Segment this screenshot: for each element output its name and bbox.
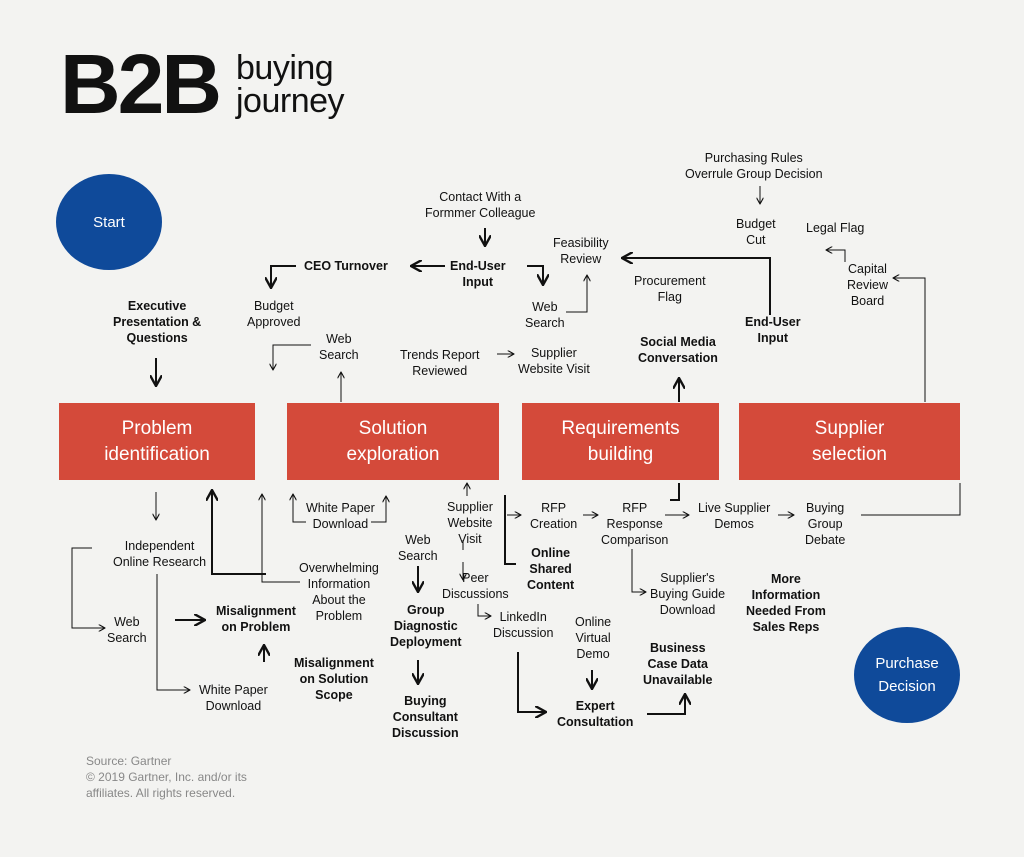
label-feasibility-review: Feasibility Review — [553, 236, 609, 266]
label-business-case: Business Case Data Unavailable — [643, 641, 713, 687]
label-executive-presentation: Executive Presentation & Questions — [113, 299, 202, 345]
page-subtitle: buying journey — [236, 49, 345, 120]
label-web-search-left: Web Search — [107, 615, 147, 645]
label-misalignment-problem: Misalignment on Problem — [216, 604, 296, 634]
label-buying-group-debate: Buying Group Debate — [805, 501, 846, 547]
label-budget-cut: Budget Cut — [736, 217, 776, 247]
label-overwhelming-info: Overwhelming Information About the Probl… — [299, 561, 379, 623]
label-procurement-flag: Procurement Flag — [634, 274, 706, 304]
label-end-user-input-2: End-User Input — [745, 315, 801, 345]
stage-requirements-building: Requirements building — [522, 403, 719, 480]
label-online-virtual-demo: Online Virtual Demo — [575, 615, 612, 661]
label-expert-consultation: Expert Consultation — [557, 699, 634, 729]
label-contact-colleague: Contact With a Formmer Colleague — [425, 190, 536, 220]
label-trends-report: Trends Report Reviewed — [400, 348, 480, 378]
source-note: Source: Gartner © 2019 Gartner, Inc. and… — [86, 754, 247, 800]
stage-solution-exploration: Solution exploration — [287, 403, 499, 480]
label-supplier-website-visit-top: Supplier Website Visit — [518, 346, 590, 376]
label-live-demos: Live Supplier Demos — [698, 501, 771, 531]
label-white-paper-bottom: White Paper Download — [199, 683, 268, 713]
label-group-diagnostic: Group Diagnostic Deployment — [390, 603, 462, 649]
label-misalignment-scope: Misalignment on Solution Scope — [294, 656, 374, 702]
label-legal-flag: Legal Flag — [806, 221, 865, 235]
label-rfp-response: RFP Response Comparison — [601, 501, 669, 547]
label-buying-consultant: Buying Consultant Discussion — [392, 694, 459, 740]
purchase-decision-circle: Purchase Decision — [854, 627, 960, 723]
label-supplier-website-visit: Supplier Website Visit — [447, 500, 493, 546]
label-web-search-2: Web Search — [319, 332, 359, 362]
page-title: B2B — [60, 37, 222, 131]
label-more-information: More Information Needed From Sales Reps — [746, 572, 826, 634]
start-circle: Start — [56, 174, 162, 270]
label-linkedin-discussion: LinkedIn Discussion — [493, 610, 554, 640]
stage-supplier-selection: Supplier selection — [739, 403, 960, 480]
label-budget-approved: Budget Approved — [247, 299, 301, 329]
label-peer-discussions: Peer Discussions — [442, 571, 509, 601]
label-ceo-turnover: CEO Turnover — [304, 259, 388, 273]
label-white-paper-top: White Paper Download — [306, 501, 375, 531]
label-rfp-creation: RFP Creation — [530, 501, 578, 531]
label-capital-review-board: Capital Review Board — [847, 262, 888, 308]
label-online-shared-content: Online Shared Content — [527, 546, 575, 592]
label-suppliers-buying-guide: Supplier's Buying Guide Download — [650, 571, 726, 617]
stage-problem-identification: Problem identification — [59, 403, 255, 480]
label-purchasing-rules: Purchasing Rules Overrule Group Decision — [685, 151, 823, 181]
label-web-search-3: Web Search — [398, 533, 438, 563]
label-end-user-input-1: End-User Input — [450, 259, 506, 289]
label-social-media: Social Media Conversation — [638, 335, 718, 365]
label-web-search-top: Web Search — [525, 300, 565, 330]
label-independent-research: Independent Online Research — [113, 539, 207, 569]
